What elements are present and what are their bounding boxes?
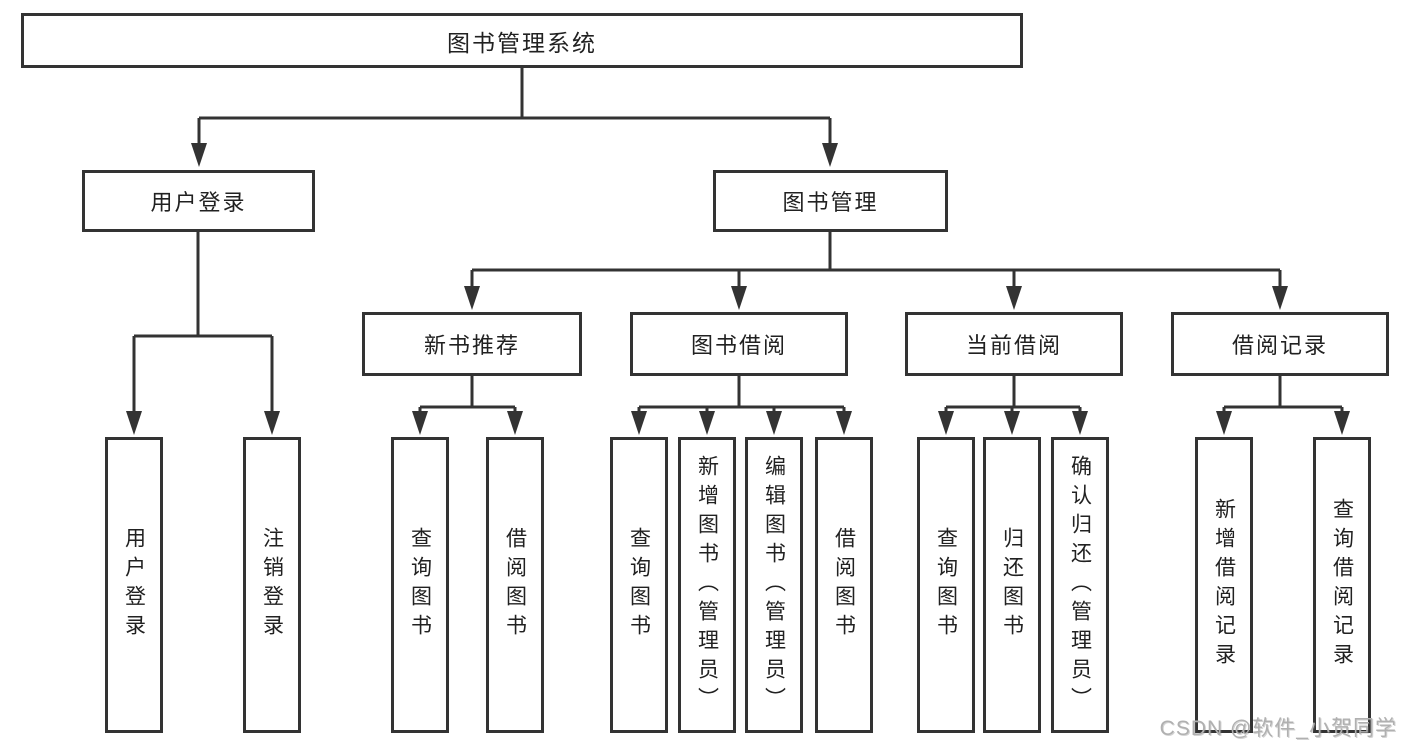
node-leaf-borrow-books-1: 借阅图书 bbox=[486, 437, 544, 733]
node-leaf-query-books-2: 查询图书 bbox=[610, 437, 668, 733]
node-leaf-edit-books-admin-label: 编辑图书（管理员） bbox=[762, 454, 786, 716]
node-current-borrow: 当前借阅 bbox=[905, 312, 1123, 376]
node-book-management: 图书管理 bbox=[713, 170, 948, 232]
node-leaf-query-books-1: 查询图书 bbox=[391, 437, 449, 733]
node-leaf-add-books-admin-label: 新增图书（管理员） bbox=[695, 454, 719, 716]
node-new-book-recommend: 新书推荐 bbox=[362, 312, 582, 376]
node-book-borrow-label: 图书借阅 bbox=[690, 333, 787, 358]
node-leaf-logout: 注销登录 bbox=[243, 437, 301, 733]
node-leaf-add-books-admin: 新增图书（管理员） bbox=[678, 437, 736, 733]
node-new-book-recommend-label: 新书推荐 bbox=[423, 333, 520, 358]
node-leaf-user-login-label: 用户登录 bbox=[122, 527, 146, 643]
node-book-management-label: 图书管理 bbox=[782, 190, 879, 215]
node-leaf-borrow-books-2-label: 借阅图书 bbox=[832, 527, 856, 643]
node-leaf-query-books-3: 查询图书 bbox=[917, 437, 975, 733]
node-leaf-confirm-return-admin: 确认归还（管理员） bbox=[1051, 437, 1109, 733]
node-leaf-logout-label: 注销登录 bbox=[260, 527, 284, 643]
node-leaf-borrow-books-2: 借阅图书 bbox=[815, 437, 873, 733]
node-leaf-query-borrow-record-label: 查询借阅记录 bbox=[1330, 498, 1354, 672]
node-leaf-query-books-1-label: 查询图书 bbox=[408, 527, 432, 643]
node-leaf-add-borrow-record-label: 新增借阅记录 bbox=[1212, 498, 1236, 672]
node-leaf-query-borrow-record: 查询借阅记录 bbox=[1313, 437, 1371, 733]
node-leaf-query-books-2-label: 查询图书 bbox=[627, 527, 651, 643]
node-leaf-return-books-label: 归还图书 bbox=[1000, 527, 1024, 643]
node-borrow-records: 借阅记录 bbox=[1171, 312, 1389, 376]
node-leaf-user-login: 用户登录 bbox=[105, 437, 163, 733]
node-current-borrow-label: 当前借阅 bbox=[965, 333, 1062, 358]
node-leaf-edit-books-admin: 编辑图书（管理员） bbox=[745, 437, 803, 733]
node-user-login: 用户登录 bbox=[82, 170, 315, 232]
node-user-login-label: 用户登录 bbox=[150, 190, 247, 215]
node-root-label: 图书管理系统 bbox=[447, 29, 597, 56]
node-leaf-confirm-return-admin-label: 确认归还（管理员） bbox=[1068, 454, 1092, 716]
node-book-borrow: 图书借阅 bbox=[630, 312, 848, 376]
node-leaf-query-books-3-label: 查询图书 bbox=[934, 527, 958, 643]
node-borrow-records-label: 借阅记录 bbox=[1231, 333, 1328, 358]
node-leaf-borrow-books-1-label: 借阅图书 bbox=[503, 527, 527, 643]
node-leaf-add-borrow-record: 新增借阅记录 bbox=[1195, 437, 1253, 733]
node-root: 图书管理系统 bbox=[21, 13, 1023, 68]
watermark-text: CSDN @软件_小贺同学 bbox=[1159, 717, 1397, 740]
node-leaf-return-books: 归还图书 bbox=[983, 437, 1041, 733]
